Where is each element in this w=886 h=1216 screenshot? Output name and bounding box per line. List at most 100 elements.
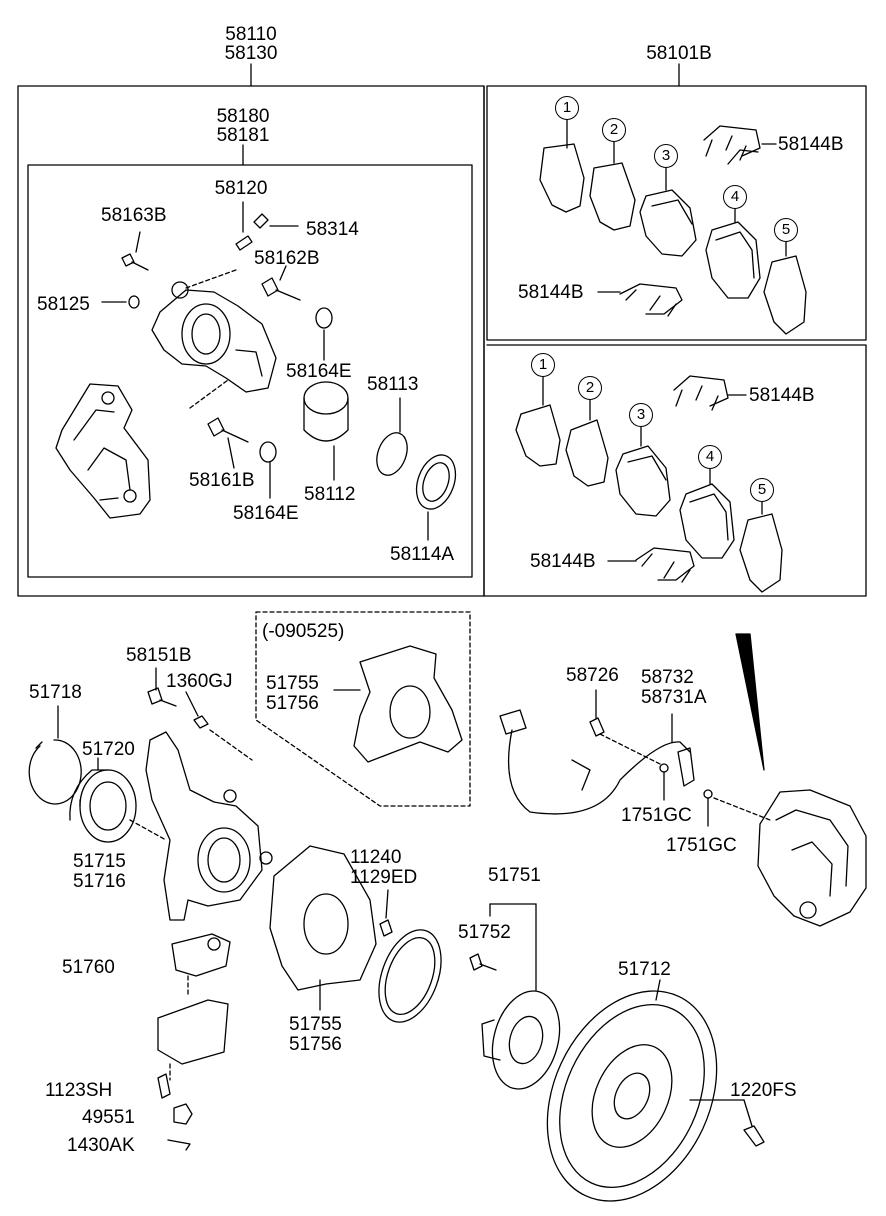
label-58726: 58726 <box>566 665 619 686</box>
snap-ring-shape <box>28 705 82 805</box>
label-1129ed: 1129ED <box>350 867 418 888</box>
label-58144b-lower-bottom: 58144B <box>530 551 596 572</box>
label-58181: 58181 <box>216 125 270 146</box>
pad-kit-frame <box>483 85 867 597</box>
pad-number-2-upper: 2 <box>602 118 626 142</box>
label-58164e-lower: 58164E <box>233 503 299 524</box>
label-11240: 11240 <box>350 847 402 868</box>
label-51718: 51718 <box>29 682 82 703</box>
arrow-indicator-shape <box>735 633 765 771</box>
label-1751gc-b: 1751GC <box>666 835 737 856</box>
lower-arm-shape <box>157 999 229 1081</box>
pad-number-2-lower: 2 <box>578 376 602 400</box>
pad-5-upper-shape <box>763 239 807 335</box>
label-1360gj: 1360GJ <box>166 671 233 692</box>
bolt-upper-shape <box>121 253 149 271</box>
label-58164e-upper: 58164E <box>286 361 352 382</box>
ball-joint-shape <box>171 933 231 997</box>
abs-ring-shape <box>378 929 442 1023</box>
label-51760: 51760 <box>62 957 115 978</box>
label-58180: 58180 <box>216 106 270 127</box>
pad-number-3-upper: 3 <box>654 144 678 168</box>
bolt-1123sh-shape <box>157 1073 171 1099</box>
knuckle-shape <box>145 731 273 921</box>
label-58120: 58120 <box>214 178 268 199</box>
bearing-shape <box>69 757 137 843</box>
dust-cover-old-shape <box>353 645 463 763</box>
label-58112: 58112 <box>304 484 356 505</box>
pad-number-5-lower: 5 <box>750 478 774 502</box>
guide-pin-upper-shape <box>261 277 301 301</box>
boot-lower-shape <box>259 441 277 463</box>
shim-lower-top-shape <box>673 375 729 411</box>
label-58130: 58130 <box>224 43 278 64</box>
pad-4-upper-shape <box>705 206 761 299</box>
label-date-note: (-090525) <box>262 621 345 642</box>
label-1751gc-a: 1751GC <box>621 805 692 826</box>
pad-number-4-upper: 4 <box>723 185 747 209</box>
label-58314: 58314 <box>306 219 359 240</box>
label-58731a: 58731A <box>641 687 707 708</box>
pad-3-lower-shape <box>615 424 671 517</box>
label-58162b: 58162B <box>254 248 320 269</box>
label-58125: 58125 <box>37 294 90 315</box>
label-58144b-upper-bottom: 58144B <box>518 282 584 303</box>
label-58144b-upper-top: 58144B <box>778 134 844 155</box>
label-58732: 58732 <box>641 667 694 688</box>
hub-shape <box>481 903 561 1090</box>
pad-2-lower-shape <box>565 397 609 487</box>
label-58101b: 58101B <box>646 43 712 64</box>
pad-kit-upper-frame <box>486 85 867 341</box>
label-51756: 51756 <box>289 1034 342 1055</box>
piston-boot-shape <box>415 454 457 510</box>
caliper-bracket-shape <box>55 383 151 519</box>
pin-1430ak-shape <box>167 1139 191 1151</box>
screw-11240-shape <box>379 919 393 937</box>
label-51720: 51720 <box>82 739 135 760</box>
label-58163b: 58163B <box>101 205 167 226</box>
label-58161b: 58161B <box>189 470 255 491</box>
brake-hose-shape <box>499 709 695 815</box>
pad-number-3-lower: 3 <box>629 403 653 427</box>
label-51755: 51755 <box>289 1014 342 1035</box>
label-49551: 49551 <box>82 1107 135 1128</box>
nut-49551-shape <box>173 1103 193 1125</box>
disc-shape <box>546 979 718 1202</box>
pad-2-upper-shape <box>589 139 636 231</box>
piston-shape <box>303 381 349 442</box>
pad-4-lower-shape <box>679 466 735 559</box>
bleeder-parts-shape <box>235 213 269 251</box>
label-58113: 58113 <box>367 374 419 395</box>
boot-upper-shape <box>315 307 333 329</box>
shim-lower-bottom-shape <box>635 547 695 583</box>
pad-number-1-lower: 1 <box>531 353 555 377</box>
caliper-body-frame <box>27 164 473 578</box>
piston-seal-shape <box>376 432 408 476</box>
pad-1-upper-shape <box>539 117 585 213</box>
label-1220fs: 1220FS <box>730 1080 797 1101</box>
label-58144b-lower-top: 58144B <box>749 385 815 406</box>
bolt-58151b-shape <box>147 667 177 707</box>
label-51751: 51751 <box>488 865 541 886</box>
label-51755-old: 51755 <box>266 673 319 694</box>
label-1123sh: 1123SH <box>45 1080 113 1101</box>
nut-1360gj-shape <box>193 715 209 729</box>
pad-1-lower-shape <box>515 374 561 467</box>
gasket-b-shape <box>703 789 713 799</box>
screw-1220fs-shape <box>743 1125 765 1147</box>
label-58151b: 58151B <box>126 645 192 666</box>
dust-cover-date-frame <box>255 611 471 807</box>
label-58114a: 58114A <box>390 544 455 565</box>
hub-bolt-shape <box>469 953 483 971</box>
label-51715: 51715 <box>73 851 126 872</box>
label-51712: 51712 <box>618 959 671 980</box>
caliper-housing-shape <box>151 281 277 393</box>
shim-upper-top-shape <box>703 125 761 165</box>
label-51752: 51752 <box>458 922 511 943</box>
pad-number-4-lower: 4 <box>698 445 722 469</box>
guide-pin-lower-shape <box>207 417 249 443</box>
label-1430ak: 1430AK <box>67 1135 135 1156</box>
pad-3-upper-shape <box>639 165 697 257</box>
bolt-58726-shape <box>589 717 605 737</box>
